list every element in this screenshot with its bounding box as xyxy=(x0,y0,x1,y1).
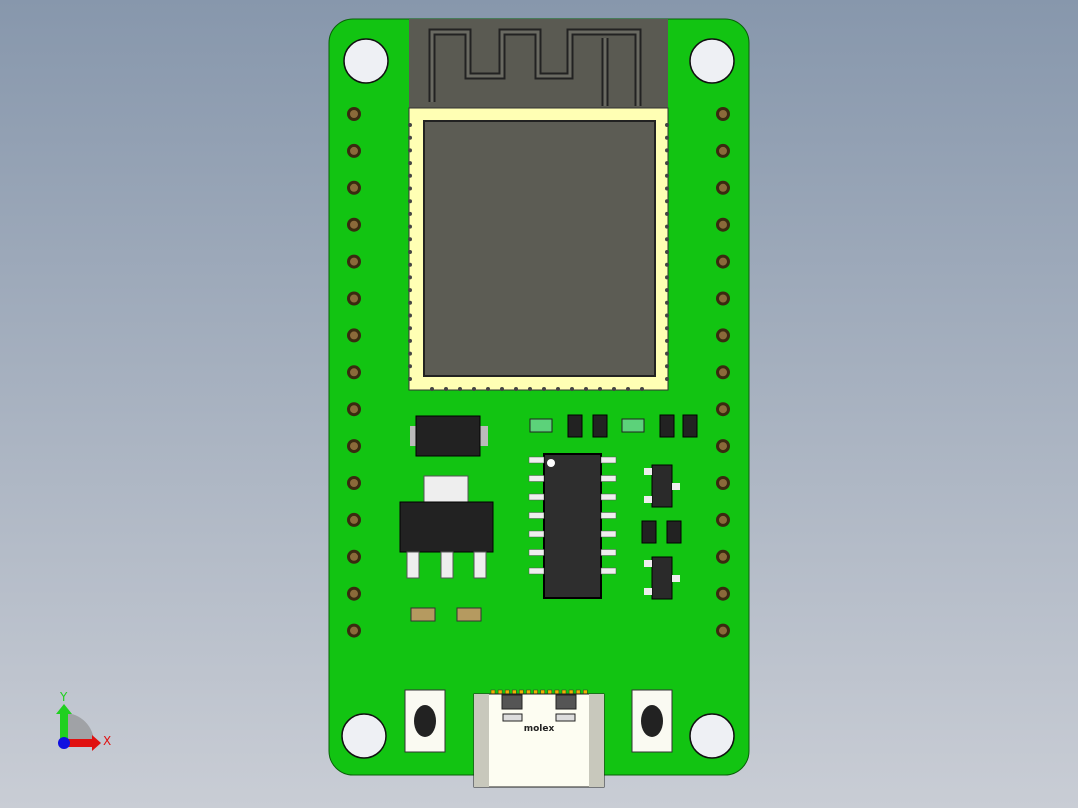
header-pins xyxy=(347,107,730,638)
capacitors xyxy=(410,607,482,622)
y-axis-label: Y xyxy=(59,690,68,704)
voltage-regulator xyxy=(399,475,494,579)
shield-can xyxy=(423,120,656,377)
usb-brand-label: molex xyxy=(524,724,555,734)
diode xyxy=(410,415,488,457)
mounting-holes xyxy=(341,38,735,759)
x-axis-label: X xyxy=(103,734,111,748)
boot-button[interactable] xyxy=(404,689,446,753)
usb-c-connector: molex xyxy=(473,689,605,788)
reset-button[interactable] xyxy=(631,689,673,753)
module-castellations xyxy=(408,123,669,391)
transistors xyxy=(644,464,680,600)
usb-uart-ic xyxy=(528,453,617,599)
axis-triad: Y X xyxy=(56,690,111,751)
leds-resistors xyxy=(529,414,698,544)
